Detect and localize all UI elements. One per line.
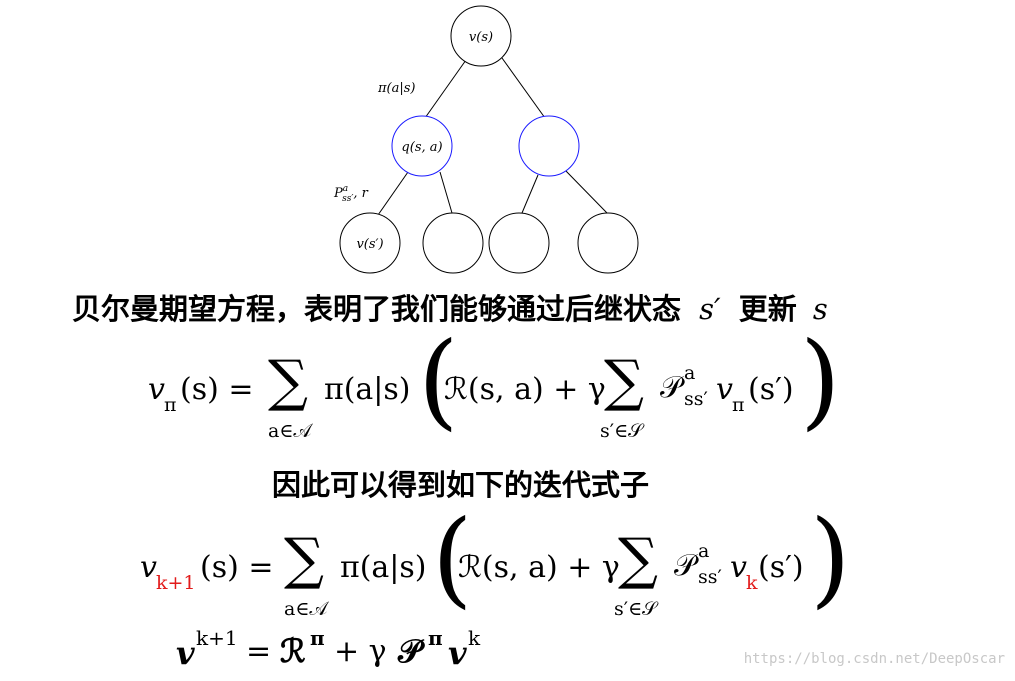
edge-root-right <box>501 57 546 119</box>
eq3-v-sup: k+1 <box>196 626 238 650</box>
policy-edge-label: π(a|s) <box>377 81 416 96</box>
root-node-label: v(s) <box>469 30 493 45</box>
eq3-R-sup: π <box>310 626 325 650</box>
eq2-lhs-sub: k+1 <box>156 572 196 594</box>
leaf-state-node-1 <box>339 212 401 274</box>
update-word: 更新 <box>738 292 797 326</box>
eq2-sum-sign: ∑ <box>284 527 324 592</box>
eq1-sum2-sign: ∑ <box>604 349 644 414</box>
iterative-policy-evaluation-equation: v k+1 (s) = ∑ a∈𝒜 π(a|s) ( ℛ(s, a) + γ ∑… <box>140 506 851 628</box>
edge-q-leaf1 <box>377 171 409 216</box>
bellman-description-line: 贝尔曼期望方程，表明了我们能够通过后继状态 s′ 更新 s <box>72 286 828 328</box>
eq3-v2: v <box>448 634 467 672</box>
eq1-sum2-sub: s′∈𝒮 <box>600 420 643 442</box>
eq1-right-paren: ) <box>800 319 841 441</box>
vector-form-equation: v k+1 = ℛ π + γ 𝒫 π v k <box>176 624 516 676</box>
q-node-label: q(s, a) <box>401 140 442 155</box>
eq1-lhs-sub: π <box>164 394 177 416</box>
leaf-state-node-4 <box>577 212 639 274</box>
eq2-transition-sup: a <box>698 540 710 562</box>
eq2-v-sub: k <box>746 572 758 594</box>
eq3-R: ℛ <box>280 632 306 670</box>
eq2-transition-P: 𝒫 <box>674 548 696 583</box>
action-node-2 <box>518 115 580 177</box>
eq1-v: v <box>716 372 733 407</box>
eq2-policy: π(a|s) <box>340 550 427 585</box>
eq1-transition-P: 𝒫 <box>660 370 682 405</box>
eq3-equals: = <box>246 634 272 669</box>
eq1-reward: ℛ(s, a) + γ <box>444 372 606 407</box>
leaf-state-node-2 <box>422 212 484 274</box>
eq1-policy: π(a|s) <box>324 372 411 407</box>
eq1-v-arg: (s′) <box>748 372 794 407</box>
bellman-description-text: 贝尔曼期望方程，表明了我们能够通过后继状态 <box>72 292 682 326</box>
eq1-v-sub: π <box>732 394 745 416</box>
eq1-lhs-v: v <box>148 372 165 407</box>
s-symbol: s <box>812 292 828 326</box>
eq1-lhs-arg: (s) = <box>180 372 254 407</box>
eq2-transition-sub: ss′ <box>698 566 722 588</box>
edge-a2-leaf3 <box>521 174 539 214</box>
root-state-node <box>450 5 512 67</box>
eq3-v2-sup: k <box>468 626 481 650</box>
eq2-sum2-sign: ∑ <box>618 527 658 592</box>
source-watermark: https://blog.csdn.net/DeepOscar <box>743 651 1005 667</box>
eq2-right-paren: ) <box>810 497 851 619</box>
bellman-expectation-equation: v π (s) = ∑ a∈𝒜 π(a|s) ( ℛ(s, a) + γ ∑ s… <box>148 328 841 450</box>
edge-a2-leaf4 <box>564 169 608 214</box>
s-prime-symbol: s′ <box>699 292 721 326</box>
eq2-sum2-sub: s′∈𝒮 <box>614 598 657 620</box>
leaf-state-node-3 <box>488 212 550 274</box>
eq2-v: v <box>730 550 747 585</box>
eq2-v-arg: (s′) <box>758 550 804 585</box>
eq1-transition-sub: ss′ <box>684 388 708 410</box>
edge-root-left <box>424 59 467 119</box>
iteration-description-line: 因此可以得到如下的迭代式子 <box>272 468 650 502</box>
action-node-q <box>391 115 453 177</box>
eq3-v: v <box>176 634 195 672</box>
leaf-node-label: v(s′) <box>356 237 383 252</box>
eq2-reward: ℛ(s, a) + γ <box>458 550 620 585</box>
eq1-transition-sup: a <box>684 362 696 384</box>
eq2-lhs-v: v <box>140 550 157 585</box>
eq1-sum-sign: ∑ <box>268 349 308 414</box>
eq2-left-paren: ( <box>432 497 473 619</box>
edge-q-leaf2 <box>439 171 453 214</box>
eq2-lhs-arg: (s) = <box>200 550 274 585</box>
eq1-left-paren: ( <box>418 319 459 441</box>
eq2-sum1-sub: a∈𝒜 <box>284 598 328 620</box>
eq3-P: 𝒫 <box>398 632 422 670</box>
eq3-plus-gamma: + γ <box>334 634 387 669</box>
eq1-sum1-sub: a∈𝒜 <box>268 420 312 442</box>
eq3-P-sup: π <box>428 626 443 650</box>
